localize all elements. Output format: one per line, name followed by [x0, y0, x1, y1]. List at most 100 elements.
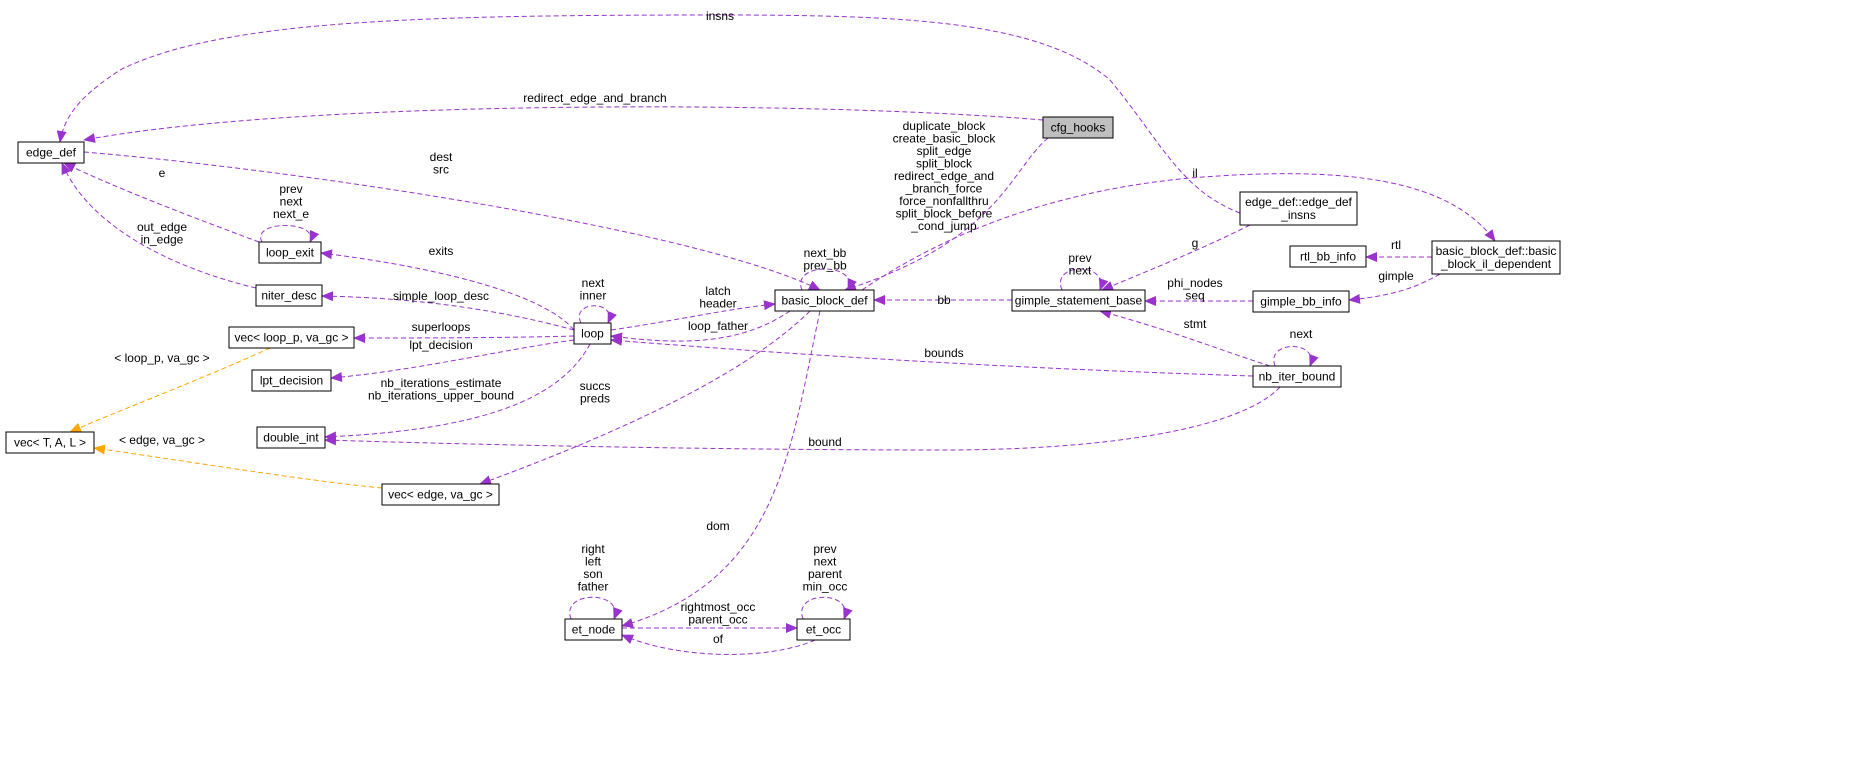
node-label: nb_iter_bound: [1259, 370, 1336, 384]
edge-tmpl-loop-p: [69, 347, 271, 433]
edge-of: [621, 634, 816, 655]
edge-et-occ-self: [801, 596, 853, 620]
nodes-layer: cfg_hooks edge_def loop_exit niter_desc vec<…: [5, 116, 1561, 641]
node-edge-def[interactable]: edge_def: [17, 141, 85, 164]
edge-line: [320, 249, 575, 331]
node-box: [774, 289, 875, 312]
edge-label-stmt: stmt: [1184, 317, 1207, 331]
node-box: [1289, 245, 1367, 268]
edge-gimple: [1348, 273, 1441, 304]
node-box: [228, 326, 355, 349]
node-box: [1011, 289, 1146, 312]
edge-superloops: [353, 332, 575, 343]
edge-loopexit-edge: [63, 162, 260, 243]
node-lpt-decision[interactable]: lpt_decision: [251, 369, 332, 392]
node-label: rtl_bb_info: [1300, 250, 1356, 264]
node-box: [1252, 290, 1350, 313]
node-et-occ[interactable]: et_occ: [796, 618, 851, 641]
edge-line: [844, 137, 1049, 292]
edge-line: [330, 339, 575, 382]
node-label: gimple_statement_base: [1015, 294, 1143, 308]
edge-stmt: [1099, 309, 1271, 367]
node-niter-desc[interactable]: niter_desc: [255, 284, 323, 307]
node-loop[interactable]: loop: [573, 322, 612, 345]
node-label: niter_desc: [261, 289, 316, 303]
edge-line: [578, 305, 617, 324]
edge-tmpl-edge: [93, 444, 383, 489]
edge-nbiter-self: [1273, 346, 1319, 367]
edge-line: [69, 347, 271, 433]
node-box: [251, 369, 332, 392]
node-edge-def-insns[interactable]: edge_def::edge_def_insns: [1239, 191, 1358, 226]
edge-line: [83, 106, 1044, 143]
edge-cfg-bb: [844, 137, 1049, 292]
edge-dom: [621, 310, 821, 628]
edge-line: [353, 332, 575, 343]
node-label: et_node: [572, 623, 616, 637]
node-label: vec< edge, va_gc >: [388, 488, 493, 502]
edge-line: [800, 268, 857, 291]
edge-exits: [320, 249, 575, 331]
node-bb-il-dependent[interactable]: basic_block_def::basic_block_il_dependen…: [1431, 240, 1561, 275]
edge-label-g: g: [1192, 236, 1199, 250]
node-box: [17, 141, 85, 164]
edge-label-bound: bound: [808, 435, 841, 449]
edge-loopexit-self: [260, 225, 320, 243]
edge-label-nbiter-self: next: [1290, 327, 1313, 341]
node-gimple-statement-base[interactable]: gimple_statement_base: [1011, 289, 1146, 312]
node-label: vec< loop_p, va_gc >: [234, 331, 348, 345]
node-et-node[interactable]: et_node: [564, 618, 623, 641]
node-label: et_occ: [806, 623, 841, 637]
node-label: edge_def: [26, 146, 77, 160]
node-loop-exit[interactable]: loop_exit: [258, 241, 322, 264]
node-box: [564, 618, 623, 641]
edge-line: [621, 634, 816, 655]
edge-loop-self: [578, 305, 617, 324]
edge-bounds: [610, 335, 1254, 377]
node-vec-loop-p[interactable]: vec< loop_p, va_gc >: [228, 326, 355, 349]
node-gimple-bb-info[interactable]: gimple_bb_info: [1252, 290, 1350, 313]
node-double-int[interactable]: double_int: [256, 426, 326, 449]
edge-line: [1101, 224, 1251, 291]
node-nb-iter-bound[interactable]: nb_iter_bound: [1252, 365, 1342, 388]
edge-line: [61, 162, 257, 289]
node-label: basic_block_def: [781, 294, 868, 308]
node-rtl-bb-info[interactable]: rtl_bb_info: [1289, 245, 1367, 268]
edge-line: [1348, 273, 1441, 304]
node-box: [796, 618, 851, 641]
edge-label-insns: insns: [706, 9, 734, 23]
edge-label-loop-father: loop_father: [688, 319, 748, 333]
node-vec-T-A-L[interactable]: vec< T, A, L >: [5, 431, 95, 454]
node-label: loop: [581, 327, 604, 341]
edge-line: [321, 291, 575, 331]
edge-label-lpt-decision: lpt_decision: [409, 338, 472, 352]
node-box: [573, 322, 612, 345]
edge-label-of: of: [713, 632, 724, 646]
node-vec-edge[interactable]: vec< edge, va_gc >: [381, 483, 500, 506]
node-label: cfg_hooks: [1051, 121, 1106, 135]
edge-label-bounds: bounds: [924, 346, 963, 360]
edge-line: [324, 343, 591, 442]
edge-label-exits: exits: [429, 244, 454, 258]
node-label: basic_block_def::basic_block_il_dependen…: [1436, 244, 1557, 271]
edge-line: [1273, 346, 1319, 367]
edge-bb-self: [800, 268, 857, 291]
edge-line: [324, 386, 1281, 451]
edge-line: [610, 310, 791, 343]
edge-label-redirect: redirect_edge_and_branch: [523, 91, 666, 105]
edge-gimple-self: [1059, 268, 1109, 291]
node-box: [381, 483, 500, 506]
edge-line: [56, 14, 1241, 214]
node-basic-block-def[interactable]: basic_block_def: [774, 289, 875, 312]
edge-niter-edge: [61, 162, 257, 289]
edge-simple-loop-desc: [321, 291, 575, 331]
